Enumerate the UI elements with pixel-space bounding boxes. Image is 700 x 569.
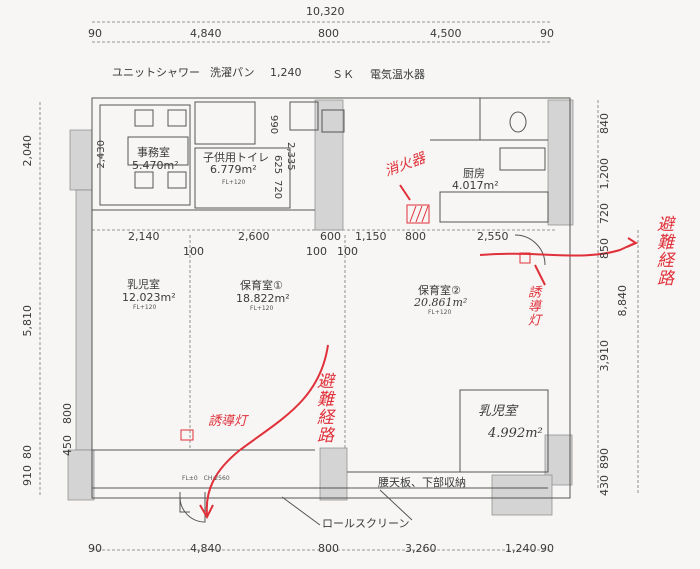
dim-toilet-990: 990 <box>268 115 279 135</box>
dim-wall-3: 100 <box>337 245 358 258</box>
annotation-guide-light-left: 誘導灯 <box>208 414 248 429</box>
dim-right-d: 850 <box>598 238 611 259</box>
label-unit-shower: ユニットシャワー <box>112 66 200 79</box>
dim-top-left-span: 4,840 <box>190 27 222 40</box>
dim-toilet-2335: 2,335 <box>285 142 296 171</box>
room-kitchen-name: 厨房 <box>463 167 485 180</box>
annotation-evac-route-center: 避難経路 <box>313 372 333 444</box>
dim-mid-b: 2,600 <box>238 230 270 243</box>
dim-top-right-span: 4,500 <box>430 27 462 40</box>
note-counter: 腰天板、下部収納 <box>378 476 466 489</box>
dim-bottom-c: 800 <box>318 542 339 555</box>
dim-left-f: 910 <box>21 465 34 486</box>
dim-toilet-625: 625 <box>272 155 283 175</box>
note-floor-ceiling: FL±0 CH:2560 <box>182 475 230 482</box>
dim-top-right-edge: 90 <box>540 27 554 40</box>
dim-left-a: 2,040 <box>21 135 34 167</box>
dim-bottom-a: 90 <box>88 542 102 555</box>
room-infant-name: 乳児室 <box>127 278 160 291</box>
dim-left-b: 5,810 <box>21 305 34 337</box>
room-kids-toilet-name: 子供用トイレ <box>203 151 269 164</box>
dim-bottom-b: 4,840 <box>190 542 222 555</box>
room-nursery2-fl: FL+120 <box>428 309 452 316</box>
dim-right-f: 890 <box>598 448 611 469</box>
dim-mid-f: 2,550 <box>477 230 509 243</box>
room-kids-toilet-fl: FL+120 <box>222 179 246 186</box>
dim-mid-c: 600 <box>320 230 341 243</box>
dim-left-c: 800 <box>61 403 74 424</box>
dim-total-width: 10,320 <box>306 5 345 18</box>
dim-left-d: 450 <box>61 435 74 456</box>
note-roll-screen: ロールスクリーン <box>322 517 410 530</box>
dim-left-e: 80 <box>21 445 34 459</box>
room-kids-toilet-area: 6.779m² <box>210 163 257 176</box>
room-infant2-name: 乳児室 <box>478 404 518 419</box>
dim-mid-e: 800 <box>405 230 426 243</box>
room-nursery1-name: 保育室① <box>240 279 283 292</box>
dim-right-total: 8,840 <box>616 285 629 317</box>
room-office-area: 5.470m² <box>132 159 179 172</box>
dim-bottom-f: 90 <box>540 542 554 555</box>
room-infant2-area: 4.992m² <box>488 426 543 441</box>
dim-top-mid-span: 800 <box>318 27 339 40</box>
dim-mid-a: 2,140 <box>128 230 160 243</box>
dim-right-c: 720 <box>598 203 611 224</box>
room-kitchen-area: 4.017m² <box>452 179 499 192</box>
dim-wall-1: 100 <box>183 245 204 258</box>
dim-right-g: 430 <box>598 475 611 496</box>
dim-laundry-width: 1,240 <box>270 66 302 79</box>
room-nursery2-name: 保育室② <box>418 284 461 297</box>
label-laundry-pan: 洗濯パン <box>210 66 255 79</box>
dim-office-2430: 2,430 <box>96 140 107 169</box>
dim-right-e: 3,910 <box>598 340 611 372</box>
dim-toilet-720: 720 <box>272 180 283 200</box>
room-infant-area: 12.023m² <box>122 291 176 304</box>
dim-bottom-e: 1,240 <box>505 542 537 555</box>
room-nursery2-area: 20.861m² <box>414 296 468 309</box>
annotation-evac-route-right: 避難経路 <box>653 215 673 287</box>
room-nursery1-area: 18.822m² <box>236 292 290 305</box>
room-nursery1-fl: FL+120 <box>250 305 274 312</box>
dim-right-b: 1,200 <box>598 158 611 190</box>
dim-right-a: 840 <box>598 113 611 134</box>
annotation-guide-light-right: 誘導灯 <box>525 285 540 327</box>
dim-wall-2: 100 <box>306 245 327 258</box>
dim-top-left-edge: 90 <box>88 27 102 40</box>
room-infant-fl: FL+120 <box>133 304 157 311</box>
room-office-name: 事務室 <box>137 146 170 159</box>
label-water-heater: 電気温水器 <box>370 68 425 81</box>
dim-bottom-d: 3,260 <box>405 542 437 555</box>
label-sk: ＳＫ <box>332 68 354 81</box>
dim-mid-d: 1,150 <box>355 230 387 243</box>
